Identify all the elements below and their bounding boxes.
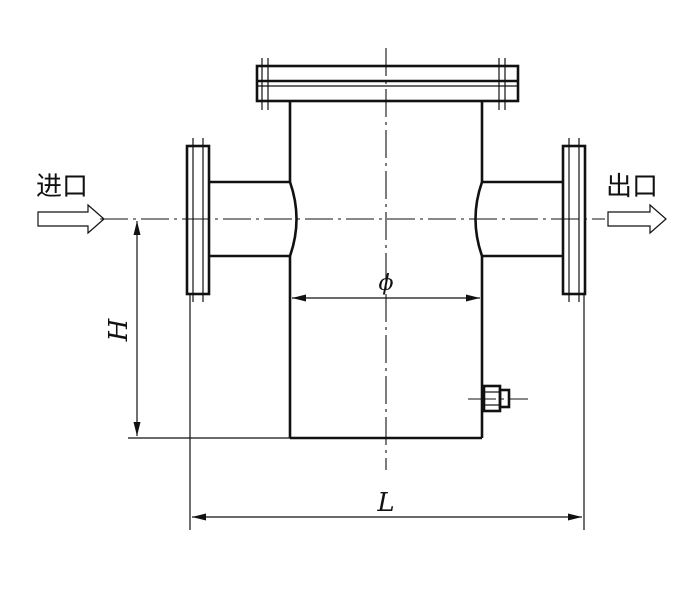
extension-lines [128, 294, 585, 530]
outlet-flange [561, 138, 587, 302]
height-label: H [104, 317, 134, 342]
filter-body [288, 101, 484, 440]
inlet-flange [185, 138, 211, 302]
length-label: L [376, 488, 394, 518]
diameter-label: ϕ [379, 271, 394, 296]
outlet-arrow-icon [607, 203, 667, 235]
inlet-arrow-icon [37, 203, 105, 235]
diameter-dimension: ϕ [292, 271, 480, 302]
top-cover-flange [255, 58, 520, 110]
inlet-label: 进口 [36, 172, 88, 202]
length-dimension: L [192, 488, 582, 521]
drain-plug [468, 384, 528, 413]
outlet-label: 出口 [606, 172, 658, 202]
inlet-pipe [210, 180, 298, 258]
height-dimension: H [104, 221, 141, 436]
